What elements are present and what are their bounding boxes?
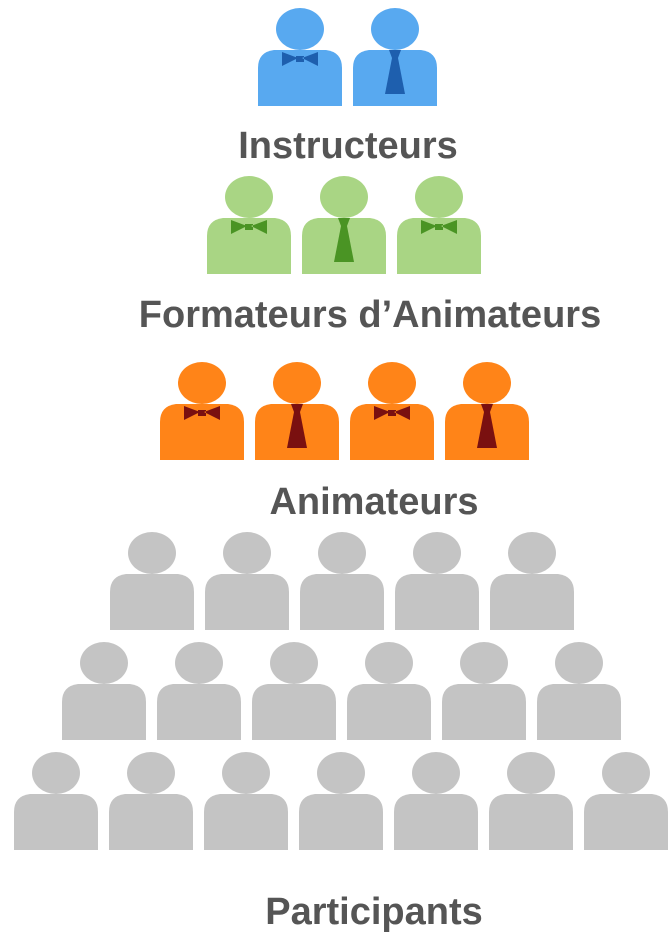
person-body bbox=[204, 794, 288, 850]
person-head bbox=[415, 176, 463, 218]
person-icon-participant bbox=[394, 752, 478, 850]
person-icon-animateur bbox=[160, 362, 244, 460]
person-icon-participant bbox=[489, 752, 573, 850]
person-icon-participant bbox=[584, 752, 668, 850]
person-body bbox=[300, 574, 384, 630]
person-icon-participant bbox=[490, 532, 574, 630]
person-head bbox=[270, 642, 318, 684]
person-body bbox=[397, 218, 481, 274]
tie-icon bbox=[291, 404, 303, 412]
person-icon-instructeur bbox=[258, 8, 342, 106]
person-body bbox=[584, 794, 668, 850]
person-head bbox=[175, 642, 223, 684]
person-icon-participant bbox=[537, 642, 621, 740]
tie-icon bbox=[389, 50, 401, 58]
person-body bbox=[395, 574, 479, 630]
person-head bbox=[225, 176, 273, 218]
person-body bbox=[394, 794, 478, 850]
person-icon-participant bbox=[347, 642, 431, 740]
person-body bbox=[442, 684, 526, 740]
person-body bbox=[205, 574, 289, 630]
person-head bbox=[463, 362, 511, 404]
person-head bbox=[80, 642, 128, 684]
person-head bbox=[276, 8, 324, 50]
person-icon-participant bbox=[62, 642, 146, 740]
person-head bbox=[507, 752, 555, 794]
tie-icon bbox=[338, 218, 350, 226]
person-body bbox=[489, 794, 573, 850]
tie-icon bbox=[334, 226, 354, 262]
person-body bbox=[207, 218, 291, 274]
person-icon-animateur bbox=[255, 362, 339, 460]
person-icon-participant bbox=[204, 752, 288, 850]
tie-icon bbox=[287, 412, 307, 448]
tier-label-animateurs: Animateurs bbox=[269, 481, 479, 523]
person-body bbox=[157, 684, 241, 740]
person-icon-participant bbox=[300, 532, 384, 630]
person-head bbox=[223, 532, 271, 574]
person-head bbox=[178, 362, 226, 404]
person-body bbox=[160, 404, 244, 460]
person-body bbox=[62, 684, 146, 740]
person-body bbox=[252, 684, 336, 740]
person-icon-participant bbox=[157, 642, 241, 740]
tie-icon bbox=[385, 58, 405, 94]
person-icon-participant bbox=[442, 642, 526, 740]
person-icon-participant bbox=[299, 752, 383, 850]
person-body bbox=[14, 794, 98, 850]
person-body bbox=[258, 50, 342, 106]
person-head bbox=[602, 752, 650, 794]
person-icon-animateur bbox=[445, 362, 529, 460]
tier-label-formateurs-animateurs: Formateurs d’Animateurs bbox=[138, 294, 602, 336]
person-head bbox=[555, 642, 603, 684]
person-body bbox=[347, 684, 431, 740]
person-head bbox=[368, 362, 416, 404]
bowtie-icon bbox=[282, 52, 318, 66]
person-body bbox=[537, 684, 621, 740]
bowtie-icon bbox=[421, 220, 457, 234]
person-icon-formateur bbox=[397, 176, 481, 274]
person-body bbox=[109, 794, 193, 850]
person-head bbox=[412, 752, 460, 794]
bowtie-icon bbox=[184, 406, 220, 420]
person-body bbox=[490, 574, 574, 630]
person-head bbox=[222, 752, 270, 794]
tier-label-participants: Participants bbox=[265, 891, 483, 933]
person-head bbox=[508, 532, 556, 574]
person-head bbox=[371, 8, 419, 50]
person-icon-participant bbox=[109, 752, 193, 850]
person-head bbox=[320, 176, 368, 218]
person-head bbox=[127, 752, 175, 794]
tie-icon bbox=[481, 404, 493, 412]
person-icon-participant bbox=[395, 532, 479, 630]
person-icon-participant bbox=[110, 532, 194, 630]
person-icon-animateur bbox=[350, 362, 434, 460]
person-head bbox=[318, 532, 366, 574]
person-head bbox=[273, 362, 321, 404]
bowtie-icon bbox=[374, 406, 410, 420]
person-head bbox=[32, 752, 80, 794]
person-icon-participant bbox=[252, 642, 336, 740]
person-body bbox=[299, 794, 383, 850]
tie-icon bbox=[477, 412, 497, 448]
person-head bbox=[128, 532, 176, 574]
person-icon-participant bbox=[14, 752, 98, 850]
person-body bbox=[350, 404, 434, 460]
person-icon-participant bbox=[205, 532, 289, 630]
person-body bbox=[110, 574, 194, 630]
bowtie-icon bbox=[231, 220, 267, 234]
person-head bbox=[365, 642, 413, 684]
person-head bbox=[317, 752, 365, 794]
person-head bbox=[460, 642, 508, 684]
person-head bbox=[413, 532, 461, 574]
person-icon-formateur bbox=[302, 176, 386, 274]
person-icon-formateur bbox=[207, 176, 291, 274]
tier-label-instructeurs: Instructeurs bbox=[238, 125, 458, 167]
person-icon-instructeur bbox=[353, 8, 437, 106]
